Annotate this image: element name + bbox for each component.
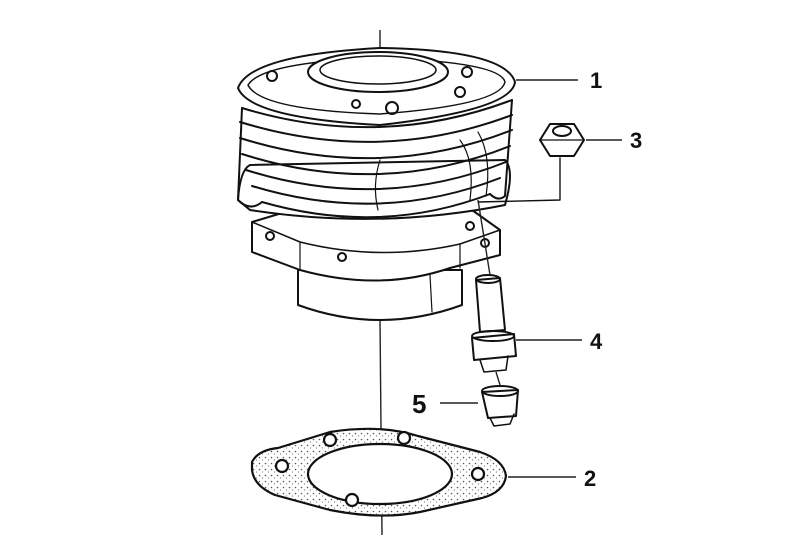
callout-number-2: 2 [584, 466, 596, 491]
cylinder-part [237, 47, 516, 321]
base-gasket-part [250, 427, 508, 517]
callout-number-1: 1 [590, 68, 602, 93]
stud-bolt-part [471, 199, 517, 373]
callout-number-4: 4 [590, 329, 603, 354]
sleeve-part [481, 371, 519, 427]
cylinder-skirt [297, 269, 463, 321]
leader-lines [440, 79, 622, 478]
callout-number-5: 5 [412, 389, 426, 419]
cylinder-bore [307, 51, 449, 93]
cylinder-base-flange [251, 209, 501, 282]
callout-number-3: 3 [630, 128, 642, 153]
nut-part [477, 123, 585, 203]
